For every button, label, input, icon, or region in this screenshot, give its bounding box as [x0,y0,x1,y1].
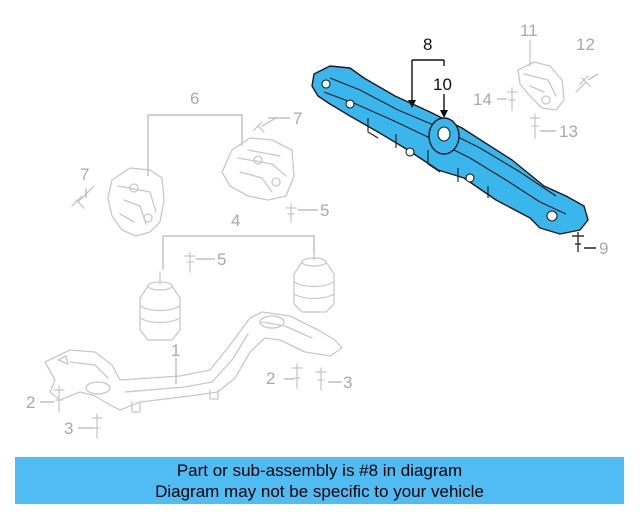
callout-8: 8 [423,35,432,54]
crossmember-part-8 [311,65,589,235]
callout-7-left: 7 [80,165,89,184]
callout-9: 9 [599,239,608,258]
callout-13: 13 [559,122,578,141]
callout-12: 12 [576,35,595,54]
ghost-bolts [53,117,327,439]
mount-bracket-part-6 [107,137,295,237]
callout-14: 14 [473,90,492,109]
callout-2-right: 2 [266,369,275,388]
callout-7-right: 7 [293,109,302,128]
bracket-part-11 [506,39,591,139]
callout-5-lower: 5 [217,250,226,269]
banner-line-disclaimer: Diagram may not be specific to your vehi… [155,482,484,501]
callout-2-left: 2 [26,393,35,412]
callout-6: 6 [190,89,199,108]
callout-3-left: 3 [64,419,73,438]
ghost-leader-lines [40,73,599,429]
parts-diagram: 1 2 2 3 3 4 5 5 6 7 7 8 9 10 11 12 13 14 [26,21,608,439]
banner-line-part: Part or sub-assembly is #8 in diagram [176,461,463,480]
bolt-part-9 [572,232,584,252]
callout-5-upper: 5 [320,201,329,220]
callout-4: 4 [231,211,240,230]
callout-11: 11 [520,21,538,40]
info-banner: Part or sub-assembly is #8 in diagram Di… [15,457,624,504]
callout-3-right: 3 [343,373,352,392]
callout-1: 1 [171,341,180,360]
highlight-leader-lines [408,59,596,249]
subframe-part-1 [44,311,343,413]
callout-10: 10 [433,75,452,94]
engine-mount-part-4 [139,247,335,341]
